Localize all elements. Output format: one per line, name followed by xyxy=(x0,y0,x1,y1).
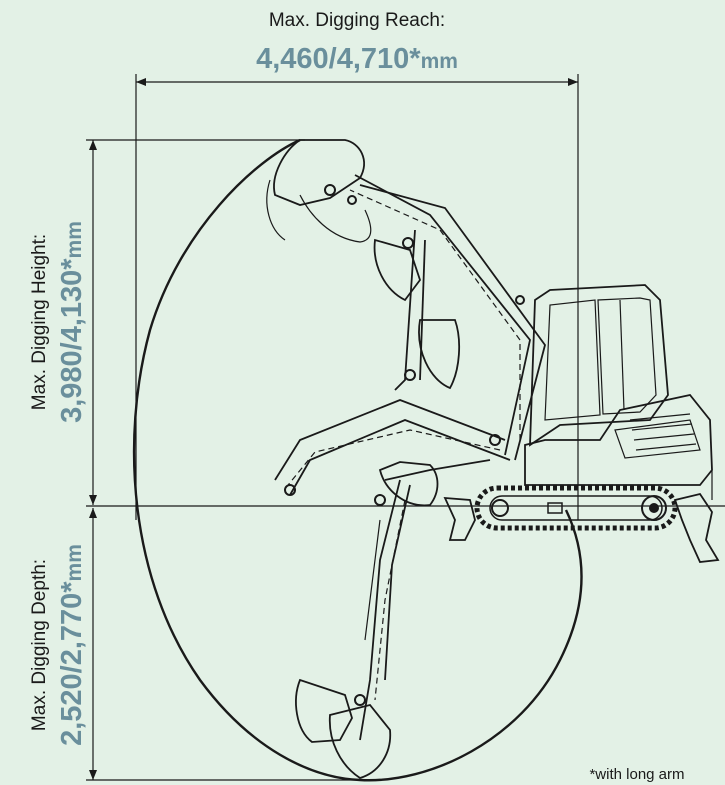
height-labels: Max. Digging Height: 3,980/4,130*mm xyxy=(29,221,88,423)
pivot-pins xyxy=(284,184,525,706)
height-unit: mm xyxy=(63,221,86,258)
boom-arm-linkages xyxy=(274,174,546,741)
reach-label: Max. Digging Reach: xyxy=(269,10,445,31)
footnote: *with long arm xyxy=(589,766,684,783)
bucket-top xyxy=(273,139,365,206)
height-asterisk: * xyxy=(56,258,88,270)
bucket-low-mid xyxy=(378,461,439,507)
bucket-upper-mid xyxy=(373,238,422,302)
dozer-blade-left xyxy=(443,496,476,541)
bucket-bottom-left xyxy=(295,678,353,743)
dozer-blade xyxy=(673,492,720,563)
depth-unit: mm xyxy=(63,544,86,581)
excavator-machine xyxy=(443,284,720,563)
height-number: 3,980/4,130 xyxy=(56,270,88,423)
depth-label: Max. Digging Depth: xyxy=(29,559,50,731)
depth-value: 2,520/2,770*mm xyxy=(56,544,88,746)
bucket-bottom xyxy=(328,703,392,779)
reach-number: 4,460/4,710 xyxy=(256,43,409,75)
height-label: Max. Digging Height: xyxy=(29,234,50,410)
bucket-mid xyxy=(418,319,460,390)
drive-sprocket xyxy=(641,495,667,521)
reach-dimension-line xyxy=(135,74,579,520)
depth-dimension-line xyxy=(86,508,360,781)
depth-asterisk: * xyxy=(56,581,88,593)
crawler-track xyxy=(474,485,678,531)
reach-unit: mm xyxy=(421,50,458,73)
reach-asterisk: * xyxy=(409,43,421,75)
working-range-envelope xyxy=(132,138,583,782)
operator-cab xyxy=(529,284,669,447)
depth-number: 2,520/2,770 xyxy=(56,593,88,746)
reach-value: 4,460/4,710*mm xyxy=(256,43,458,75)
buckets xyxy=(266,139,460,779)
height-dimension-line xyxy=(86,139,305,505)
depth-labels: Max. Digging Depth: 2,520/2,770*mm xyxy=(29,544,88,746)
height-value: 3,980/4,130*mm xyxy=(56,221,88,423)
